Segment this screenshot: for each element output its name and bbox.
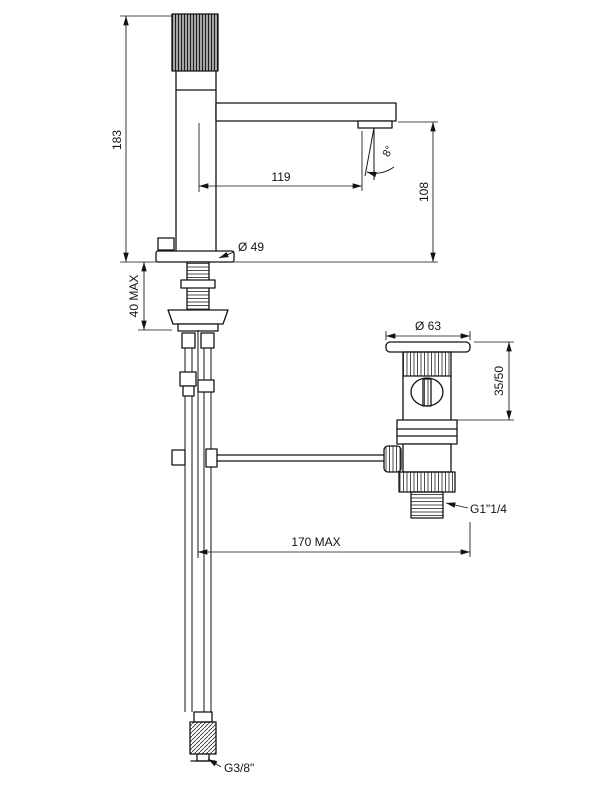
dim-waste-flange-label: Ø 63 bbox=[415, 319, 441, 333]
dim-spout-reach: 119 bbox=[198, 123, 363, 192]
dim-waste-flange: Ø 63 bbox=[385, 319, 471, 340]
supply-connector bbox=[189, 711, 217, 762]
dim-waste-thread-label: G1"1/4 bbox=[470, 502, 507, 516]
dim-rod-reach-label: 170 MAX bbox=[291, 535, 340, 549]
faucet-column bbox=[175, 69, 217, 254]
dim-rod-reach: 170 MAX bbox=[198, 522, 471, 557]
waste-nut bbox=[396, 419, 458, 445]
water-stream bbox=[364, 127, 395, 180]
dim-base-diameter-label: Ø 49 bbox=[238, 240, 264, 254]
dim-supply-thread-label: G3/8" bbox=[224, 761, 254, 775]
waste-tailpiece bbox=[410, 491, 444, 519]
dim-base-diameter: Ø 49 bbox=[218, 240, 264, 259]
dim-deck-thickness-label: 40 MAX bbox=[127, 275, 141, 318]
side-knob bbox=[157, 237, 175, 251]
connector-hex bbox=[189, 721, 217, 755]
waste-flange bbox=[385, 341, 471, 353]
dim-waste-thread: G1"1/4 bbox=[445, 502, 507, 516]
dim-waste-range: 35/50 bbox=[456, 341, 514, 421]
dim-deck-thickness: 40 MAX bbox=[127, 262, 172, 331]
stream-angle-label: 8° bbox=[381, 144, 397, 159]
faucet-spout bbox=[215, 102, 397, 122]
faucet-body bbox=[155, 13, 397, 263]
horseshoe-washer bbox=[167, 309, 229, 325]
dim-spout-reach-label: 119 bbox=[271, 170, 290, 184]
aerator bbox=[357, 120, 393, 129]
waste-knurled-ring bbox=[398, 471, 456, 493]
dim-outlet-height-label: 108 bbox=[417, 182, 431, 202]
hose-fittings bbox=[171, 371, 215, 466]
mounting-hardware bbox=[167, 261, 229, 349]
knurled-handle bbox=[171, 13, 219, 72]
linkage-ball-joint bbox=[383, 445, 402, 473]
dim-supply-thread: G3/8" bbox=[207, 758, 254, 775]
waste-assembly bbox=[385, 341, 471, 519]
dim-outlet-height: 108 bbox=[398, 121, 438, 262]
supply-hoses bbox=[184, 330, 212, 712]
dim-overall-height-label: 183 bbox=[110, 130, 124, 150]
pop-up-linkage bbox=[205, 445, 402, 473]
dim-waste-range-label: 35/50 bbox=[492, 366, 506, 396]
dim-overall-height: 183 bbox=[110, 15, 172, 262]
